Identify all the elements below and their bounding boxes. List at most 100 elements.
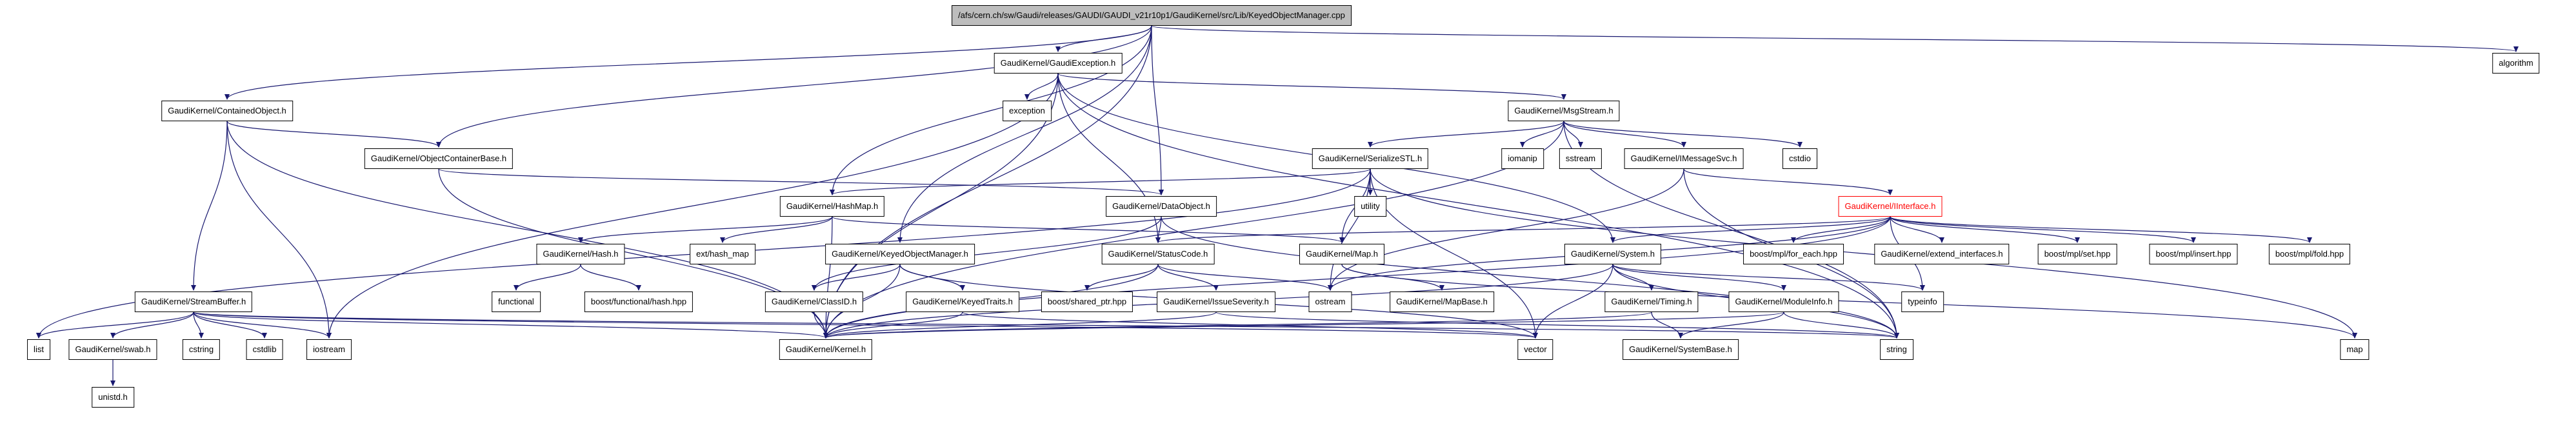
graph-node-swab[interactable]: GaudiKernel/swab.h [68, 339, 157, 360]
include-edge-keyedobjectmanager-to-classid [812, 264, 901, 291]
graph-node-sstream[interactable]: sstream [1559, 148, 1603, 169]
graph-node-mpl_set[interactable]: boost/mpl/set.hpp [2037, 244, 2117, 264]
graph-node-issueseverity[interactable]: GaudiKernel/IssueSeverity.h [1157, 292, 1275, 312]
graph-node-typeinfo[interactable]: typeinfo [1901, 292, 1944, 312]
include-edge-moduleinfo-to-kernel [823, 311, 1784, 339]
include-edge-streambuffer-to-iostream [193, 311, 332, 339]
graph-node-classid[interactable]: GaudiKernel/ClassID.h [764, 292, 864, 312]
graph-node-boost_hash[interactable]: boost/functional/hash.hpp [584, 292, 694, 312]
graph-node-statuscode[interactable]: GaudiKernel/StatusCode.h [1101, 244, 1215, 264]
include-edge-gaudiexception-to-kernel [823, 73, 1059, 339]
graph-node-ostream[interactable]: ostream [1308, 292, 1352, 312]
graph-node-mpl_fold[interactable]: boost/mpl/fold.hpp [2268, 244, 2351, 264]
include-edge-cpp-to-algorithm [1151, 25, 2519, 52]
graph-node-imessagesvc[interactable]: GaudiKernel/IMessageSvc.h [1624, 148, 1744, 169]
include-edge-gaudiexception-to-iostream [326, 73, 1059, 339]
include-edge-msgstream-to-serializestl [1368, 121, 1564, 148]
graph-node-ext_hash_map[interactable]: ext/hash_map [690, 244, 755, 264]
graph-node-systembase[interactable]: GaudiKernel/SystemBase.h [1622, 339, 1739, 360]
graph-node-exception[interactable]: exception [1003, 101, 1052, 121]
edge-group [36, 25, 2519, 386]
include-edge-gaudiexception-to-msgstream [1057, 73, 1566, 100]
include-edge-streambuffer-to-kernel [193, 311, 828, 339]
include-edge-iinterface-to-mpl_for_each [1791, 216, 1891, 243]
include-edge-cpp-to-keyedobjectmanager [897, 25, 1152, 243]
graph-node-mpl_for_each[interactable]: boost/mpl/for_each.hpp [1743, 244, 1844, 264]
include-edge-dataobject-to-classid [812, 216, 1162, 291]
graph-node-mapbase[interactable]: GaudiKernel/MapBase.h [1390, 292, 1494, 312]
graph-node-list[interactable]: list [27, 339, 50, 360]
include-edge-gaudiexception-to-statuscode [1057, 73, 1161, 243]
graph-node-utility[interactable]: utility [1354, 196, 1386, 217]
graph-node-moduleinfo[interactable]: GaudiKernel/ModuleInfo.h [1728, 292, 1839, 312]
include-edge-iinterface-to-system [1610, 216, 1891, 243]
include-edge-dataobject-to-statuscode [1155, 216, 1162, 243]
include-edge-statuscode-to-ostream [1157, 264, 1333, 291]
graph-node-gaudiexception[interactable]: GaudiKernel/GaudiException.h [993, 53, 1123, 74]
include-edge-keyedtraits-to-vector [962, 311, 1538, 339]
include-edge-system-to-timing [1612, 264, 1654, 291]
include-edge-hashmap-to-hash [578, 216, 833, 243]
graph-node-shared_ptr[interactable]: boost/shared_ptr.hpp [1041, 292, 1133, 312]
graph-node-containedobject[interactable]: GaudiKernel/ContainedObject.h [161, 101, 293, 121]
include-edge-hashmap-to-map_h [832, 216, 1344, 243]
include-edge-hashmap-to-ext_hash_map [720, 216, 833, 243]
include-edge-objectcontainerbase-to-dataobject [438, 168, 1164, 195]
include-edge-iinterface-to-extend_interfaces [1890, 216, 1944, 243]
include-edge-timing-to-systembase [1651, 311, 1683, 339]
include-edge-msgstream-to-imessagesvc [1563, 121, 1686, 148]
graph-node-iinterface[interactable]: GaudiKernel/IInterface.h [1838, 196, 1942, 217]
graph-node-cpp[interactable]: /afs/cern.ch/sw/Gaudi/releases/GAUDI/GAU… [952, 5, 1352, 26]
include-edge-containedobject-to-objectcontainerbase [226, 121, 441, 148]
include-edge-statuscode-to-issueseverity [1157, 264, 1219, 291]
graph-node-cstdlib[interactable]: cstdlib [246, 339, 283, 360]
include-edge-system-to-moduleinfo [1612, 264, 1786, 291]
include-edge-serializestl-to-ostream [1328, 168, 1371, 291]
graph-node-extend_interfaces[interactable]: GaudiKernel/extend_interfaces.h [1874, 244, 2010, 264]
graph-node-kernel[interactable]: GaudiKernel/Kernel.h [779, 339, 873, 360]
graph-node-hash[interactable]: GaudiKernel/Hash.h [536, 244, 625, 264]
include-edge-cpp-to-hashmap [830, 25, 1152, 195]
graph-node-cstring[interactable]: cstring [182, 339, 221, 360]
graph-node-keyedobjectmanager[interactable]: GaudiKernel/KeyedObjectManager.h [825, 244, 975, 264]
graph-node-iomanip[interactable]: iomanip [1501, 148, 1544, 169]
graph-node-cstdio[interactable]: cstdio [1782, 148, 1817, 169]
include-edge-moduleinfo-to-string [1783, 311, 1899, 339]
graph-node-system[interactable]: GaudiKernel/System.h [1564, 244, 1662, 264]
graph-node-map_h[interactable]: GaudiKernel/Map.h [1299, 244, 1385, 264]
include-edge-issueseverity-to-string [1215, 311, 1899, 339]
graph-node-unistd[interactable]: unistd.h [92, 387, 134, 408]
graph-node-dataobject[interactable]: GaudiKernel/DataObject.h [1106, 196, 1217, 217]
graph-node-msgstream[interactable]: GaudiKernel/MsgStream.h [1508, 101, 1620, 121]
graph-node-timing[interactable]: GaudiKernel/Timing.h [1604, 292, 1699, 312]
graph-node-map_std[interactable]: map [2340, 339, 2370, 360]
graph-node-objectcontainerbase[interactable]: GaudiKernel/ObjectContainerBase.h [364, 148, 514, 169]
include-edge-msgstream-to-iomanip [1520, 121, 1564, 148]
graph-node-streambuffer[interactable]: GaudiKernel/StreamBuffer.h [134, 292, 253, 312]
graph-node-serializestl[interactable]: GaudiKernel/SerializeSTL.h [1312, 148, 1429, 169]
graph-node-string[interactable]: string [1880, 339, 1913, 360]
graph-node-keyedtraits[interactable]: GaudiKernel/KeyedTraits.h [906, 292, 1019, 312]
include-edge-streambuffer-to-string [193, 311, 1899, 339]
graph-node-hashmap[interactable]: GaudiKernel/HashMap.h [779, 196, 885, 217]
include-edge-streambuffer-to-cstdlib [193, 311, 267, 339]
include-edge-objectcontainerbase-to-kernel [438, 168, 828, 339]
include-edge-msgstream-to-cstdio [1563, 121, 1802, 148]
include-edge-cpp-to-objectcontainerbase [436, 25, 1152, 148]
include-edge-map_h-to-mapbase [1341, 264, 1444, 291]
include-edge-serializestl-to-map_std [1370, 168, 2357, 339]
include-edge-statuscode-to-shared_ptr [1084, 264, 1159, 291]
include-edge-containedobject-to-iostream [226, 121, 332, 339]
graph-node-algorithm[interactable]: algorithm [2492, 53, 2540, 74]
include-edge-streambuffer-to-cstring [193, 311, 204, 339]
graph-node-mpl_insert[interactable]: boost/mpl/insert.hpp [2149, 244, 2238, 264]
include-edge-dataobject-to-string [1161, 216, 1899, 339]
include-edge-streambuffer-to-vector [193, 311, 1538, 339]
graph-node-functional[interactable]: functional [492, 292, 541, 312]
graph-node-vector[interactable]: vector [1517, 339, 1553, 360]
include-edge-imessagesvc-to-iinterface [1683, 168, 1893, 195]
graph-node-iostream[interactable]: iostream [306, 339, 352, 360]
include-edge-moduleinfo-to-systembase [1678, 311, 1784, 339]
